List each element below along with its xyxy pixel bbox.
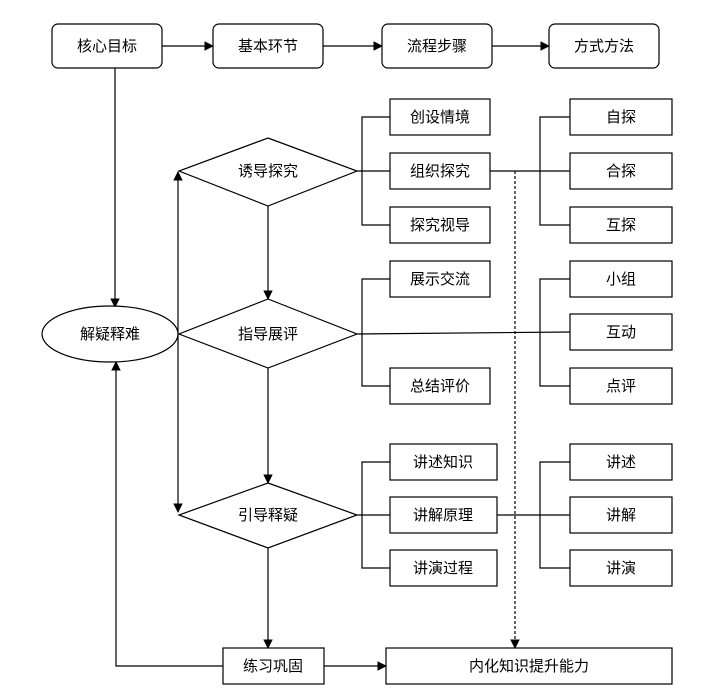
step-label: 讲解原理	[413, 506, 473, 524]
bracket-explore-steps	[361, 116, 390, 226]
method-box	[569, 313, 673, 351]
method-label: 点评	[606, 377, 636, 395]
resolve-label: 解疑释难	[80, 325, 140, 343]
method-box	[569, 496, 673, 534]
method-label: 讲演	[606, 559, 636, 577]
step-label: 讲述知识	[413, 453, 473, 471]
method-label: 自探	[606, 108, 636, 126]
practice-label: 练习巩固	[243, 657, 303, 675]
header-row: 核心目标 基本环节 流程步骤 方式方法	[51, 23, 660, 69]
method-label: 互动	[606, 323, 636, 341]
explore-label: 诱导探究	[238, 162, 298, 180]
method-box	[569, 98, 673, 136]
step-label: 讲演过程	[413, 559, 473, 577]
lead-diamond	[177, 482, 359, 549]
bracket-explore-methods	[539, 116, 570, 226]
method-label: 互探	[606, 216, 636, 234]
lead-group: 讲述知识 讲解原理 讲演过程 讲述 讲解 讲演	[389, 443, 673, 587]
method-box	[569, 549, 673, 587]
method-label: 小组	[606, 270, 636, 288]
core-goal-label: 核心目标	[77, 37, 137, 55]
bracket-lead-steps	[361, 461, 390, 569]
method-box	[569, 443, 673, 481]
core-goal-box	[51, 23, 163, 69]
process-steps-label: 流程步骤	[407, 37, 467, 55]
stage-diamonds: 诱导探究 指导展评 引导释疑	[177, 137, 359, 549]
step-label: 探究视导	[410, 216, 470, 234]
step-box	[389, 152, 491, 190]
review-diamond	[177, 298, 359, 369]
basic-link-box	[212, 23, 324, 69]
review-group: 展示交流 总结评价 小组 互动 点评	[389, 260, 673, 405]
step-label: 创设情境	[410, 108, 470, 126]
bottom-row: 练习巩固 内化知识提升能力	[222, 647, 673, 685]
practice-box	[222, 647, 325, 685]
explore-diamond	[177, 137, 359, 207]
internalize-box	[385, 647, 673, 685]
review-label: 指导展评	[238, 325, 298, 343]
methods-label: 方式方法	[574, 37, 634, 55]
process-steps-box	[381, 23, 493, 69]
step-box	[389, 496, 498, 534]
method-label: 讲述	[606, 453, 636, 471]
bracket-review-methods	[539, 278, 570, 387]
methods-box	[548, 23, 660, 69]
method-box	[569, 152, 673, 190]
internalize-label: 内化知识提升能力	[469, 657, 589, 675]
step-label: 组织探究	[410, 162, 470, 180]
link-review-methods	[356, 331, 571, 335]
step-box	[389, 98, 491, 136]
basic-link-label: 基本环节	[238, 37, 298, 55]
method-label: 合探	[606, 162, 636, 180]
method-box	[569, 260, 673, 298]
step-box	[389, 367, 491, 405]
step-label: 展示交流	[410, 270, 470, 288]
step-box	[389, 443, 498, 481]
lead-label: 引导释疑	[238, 506, 298, 524]
method-box	[569, 367, 673, 405]
method-box	[569, 206, 673, 244]
method-label: 讲解	[606, 506, 636, 524]
step-label: 总结评价	[410, 377, 470, 395]
step-box	[389, 549, 498, 587]
step-box	[389, 206, 491, 244]
bracket-review-steps	[361, 278, 390, 387]
arrow-practice-to-resolve	[111, 361, 223, 667]
step-box	[389, 260, 491, 298]
connectors	[110, 41, 571, 671]
explore-group: 创设情境 组织探究 探究视导 自探 合探 互探	[389, 98, 673, 244]
bracket-lead-methods	[539, 461, 570, 569]
